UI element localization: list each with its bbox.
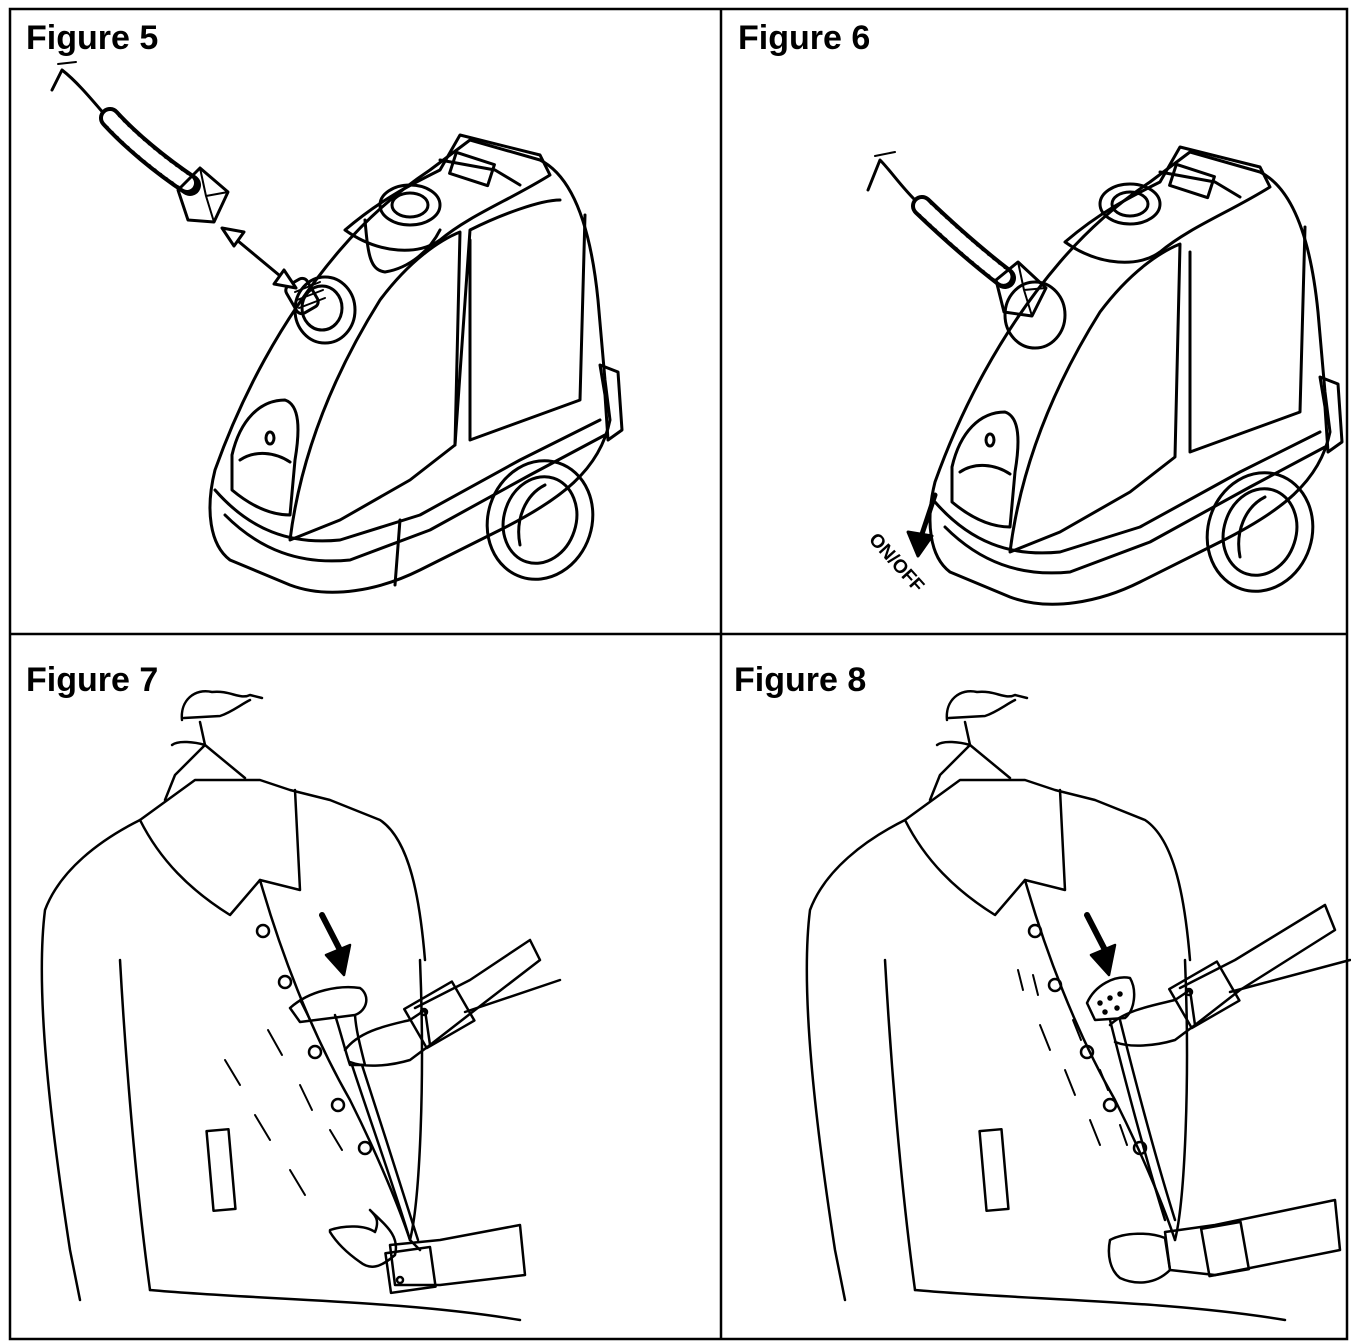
- right-hand: [1108, 903, 1351, 1047]
- down-arrow: [1084, 912, 1117, 977]
- garment-hanger: [163, 689, 264, 802]
- right-hand: [343, 938, 562, 1067]
- steam-hose: [50, 61, 230, 224]
- steam-hose: [866, 151, 1048, 318]
- steamer-unit: [928, 145, 1344, 606]
- steam-lines: [1017, 969, 1128, 1146]
- left-hand: [328, 1208, 527, 1295]
- figure-7-illustration: [40, 689, 562, 1322]
- garment-hanger: [928, 689, 1029, 802]
- steam-head-brush: [1085, 976, 1177, 1222]
- left-hand: [1107, 1198, 1342, 1284]
- figure-5-title: Figure 5: [26, 19, 159, 57]
- figure-6-illustration: ON/OFF: [864, 145, 1344, 606]
- jacket: [805, 778, 1287, 1322]
- steam-lines: [224, 999, 343, 1196]
- figure-6-title: Figure 6: [738, 19, 871, 57]
- figure-8-title: Figure 8: [734, 661, 867, 699]
- steamer-unit: [208, 133, 624, 594]
- figure-5-illustration: [50, 61, 624, 594]
- connect-arrow: [220, 226, 298, 290]
- jacket: [40, 778, 522, 1322]
- steam-outlet: [284, 276, 326, 316]
- figure-7-title: Figure 7: [26, 661, 159, 699]
- down-arrow: [319, 912, 352, 977]
- on-off-arrow: [906, 492, 938, 558]
